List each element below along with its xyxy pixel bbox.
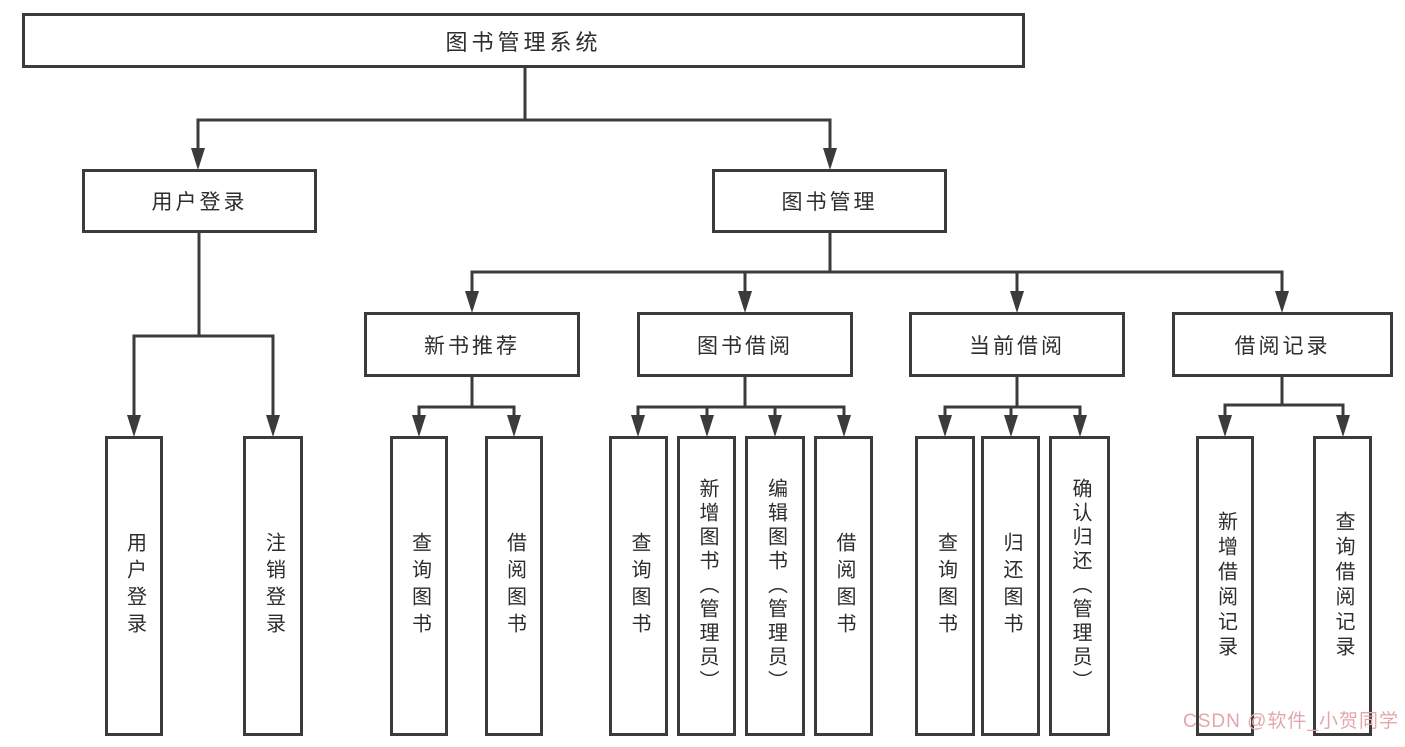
- node-label: 注销登录: [262, 532, 285, 640]
- node-label: 新增图书（管理员）: [696, 478, 718, 694]
- node-user-login: 用户登录: [105, 436, 163, 736]
- node-label: 查询图书: [934, 532, 957, 640]
- node-query-books-2: 查询图书: [609, 436, 668, 736]
- node-query-books-1: 查询图书: [390, 436, 448, 736]
- node-query-books-3: 查询图书: [915, 436, 975, 736]
- node-user-login-group: 用户登录: [82, 169, 317, 233]
- node-label: 查询图书: [628, 532, 650, 640]
- node-label: 用户登录: [123, 532, 146, 640]
- node-book-borrow: 图书借阅: [637, 312, 853, 377]
- node-label: 查询图书: [408, 532, 431, 640]
- watermark-text: CSDN @软件_小贺同学: [1183, 711, 1399, 732]
- node-book-management: 图书管理: [712, 169, 947, 233]
- node-label: 借阅图书: [503, 532, 526, 640]
- node-new-book-recommend: 新书推荐: [364, 312, 580, 377]
- node-label: 新增借阅记录: [1214, 511, 1237, 661]
- node-borrow-records: 借阅记录: [1172, 312, 1393, 377]
- node-current-borrow: 当前借阅: [909, 312, 1125, 377]
- node-borrow-book-1: 借阅图书: [485, 436, 543, 736]
- node-return-book: 归还图书: [981, 436, 1040, 736]
- node-label: 确认归还（管理员）: [1069, 478, 1091, 694]
- node-add-book-admin: 新增图书（管理员）: [677, 436, 736, 736]
- node-borrow-book-2: 借阅图书: [814, 436, 873, 736]
- node-label: 编辑图书（管理员）: [764, 478, 787, 694]
- node-add-borrow-record: 新增借阅记录: [1196, 436, 1254, 736]
- node-query-borrow-record: 查询借阅记录: [1313, 436, 1372, 736]
- node-label: 查询借阅记录: [1332, 511, 1354, 661]
- node-label: 归还图书: [1000, 532, 1022, 640]
- node-label: 借阅图书: [833, 532, 855, 640]
- node-confirm-return-admin: 确认归还（管理员）: [1049, 436, 1110, 736]
- node-edit-book-admin: 编辑图书（管理员）: [745, 436, 805, 736]
- node-library-management-system: 图书管理系统: [22, 13, 1025, 68]
- node-logout: 注销登录: [243, 436, 303, 736]
